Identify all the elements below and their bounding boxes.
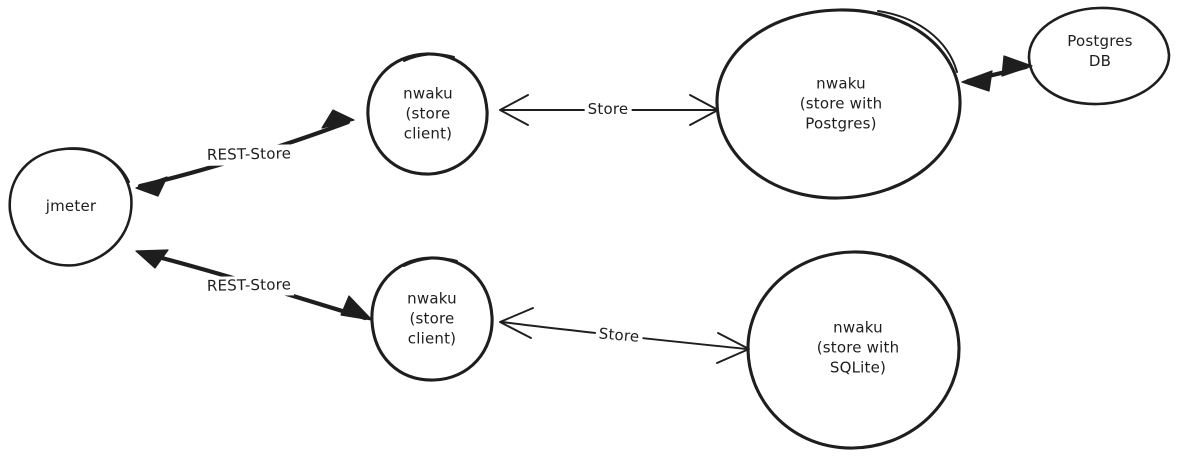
node-jmeter[interactable]	[8, 147, 133, 267]
edge-store-top[interactable]	[499, 94, 719, 126]
edge-rest-store-top[interactable]	[135, 109, 355, 197]
edge-store-bottom[interactable]	[499, 307, 750, 364]
edge-rest-store-bottom[interactable]	[135, 249, 373, 321]
node-nwaku-store-client-bottom[interactable]	[370, 256, 494, 382]
node-nwaku-store-sqlite[interactable]	[746, 250, 961, 450]
edge-postgres-link[interactable]	[961, 55, 1033, 92]
node-nwaku-store-client-top[interactable]	[366, 52, 489, 176]
node-nwaku-store-postgres[interactable]	[715, 8, 962, 200]
node-postgres-db[interactable]	[1027, 6, 1171, 106]
